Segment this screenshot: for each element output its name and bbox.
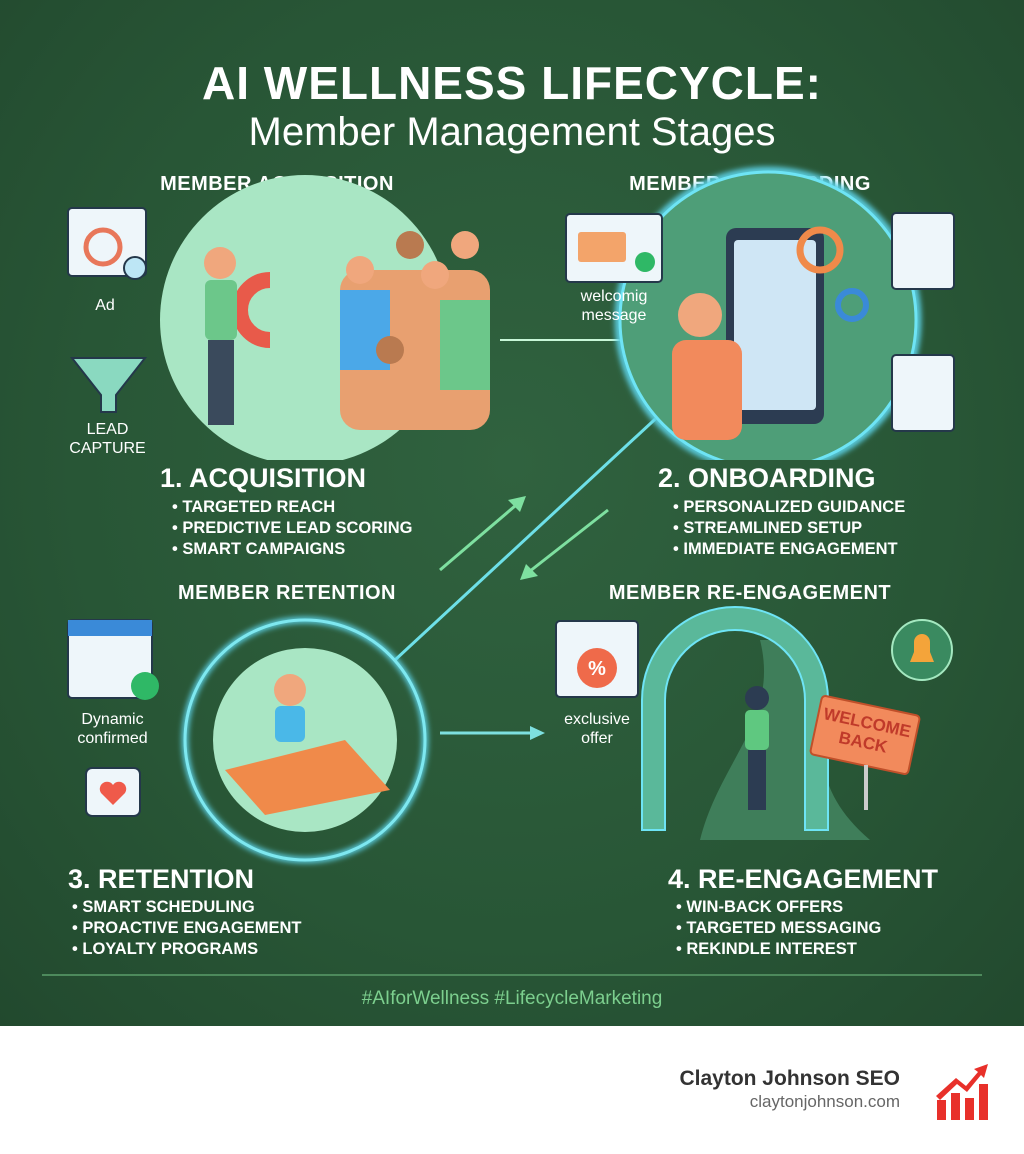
bullet: SMART SCHEDULING <box>72 897 301 918</box>
profile-card-icon <box>891 212 955 290</box>
heading-onboarding: 2. ONBOARDING <box>658 463 876 493</box>
brand-url[interactable]: claytonjohnson.com <box>749 1092 900 1111</box>
confirmed-label: confirmed <box>77 730 148 747</box>
crowd-of-people <box>340 231 490 430</box>
lead-capture-label: LEAD CAPTURE <box>60 420 155 458</box>
welcome-label: welcomig <box>580 288 648 305</box>
reengagement-bullets: WIN-BACK OFFERS TARGETED MESSAGING REKIN… <box>676 897 881 960</box>
footer-brand: Clayton Johnson SEO claytonjohnson.com <box>679 1066 900 1112</box>
divider <box>42 974 982 976</box>
message-label: message <box>581 307 647 324</box>
bullet: REKINDLE INTEREST <box>676 939 881 960</box>
acquisition-illustration <box>67 175 490 460</box>
exclusive-label: exclusive <box>564 711 630 728</box>
welcome-back-sign <box>809 695 921 775</box>
bullet: IMMEDIATE ENGAGEMENT <box>673 539 905 560</box>
retention-illustration <box>67 617 428 863</box>
bullet: SMART CAMPAIGNS <box>172 539 412 560</box>
connector-diagonal <box>393 408 667 662</box>
gear-icon-small <box>835 288 869 322</box>
flow-arrows <box>393 338 667 740</box>
retention-cycle-ring <box>183 618 427 862</box>
offer-label: offer <box>581 730 613 747</box>
welcome-message-label: welcomig message <box>566 287 662 325</box>
section-title-reengagement: MEMBER RE-ENGAGEMENT <box>608 582 892 604</box>
title-line-2: Member Management Stages <box>248 110 776 154</box>
dynamic-confirmed-label: Dynamic confirmed <box>60 710 165 748</box>
bullet: STREAMLINED SETUP <box>673 518 905 539</box>
dynamic-label: Dynamic <box>81 711 144 728</box>
heading-retention: 3. RETENTION <box>68 864 255 894</box>
brand-name: Clayton Johnson SEO <box>679 1067 900 1090</box>
infographic-poster: AI WELLNESS LIFECYCLE: Member Management… <box>0 0 1024 1026</box>
onboarding-illustration <box>565 167 955 460</box>
ad-target-icon <box>67 207 147 277</box>
arrow-up-right <box>439 498 523 572</box>
heading-reengagement: 4. RE-ENGAGEMENT <box>668 864 939 894</box>
lead-label: LEAD <box>86 421 129 438</box>
bullet: PROACTIVE ENGAGEMENT <box>72 918 301 939</box>
ad-label: Ad <box>95 297 115 314</box>
arrow-down-left <box>524 508 609 577</box>
section-title-retention: MEMBER RETENTION <box>178 582 396 604</box>
exclusive-offer-label: exclusive offer <box>548 710 646 748</box>
reengagement-illustration: % <box>555 606 953 840</box>
bullet: TARGETED MESSAGING <box>676 918 881 939</box>
yoga-mat <box>225 740 390 815</box>
onboarding-bullets: PERSONALIZED GUIDANCE STREAMLINED SETUP … <box>673 497 905 560</box>
bullet: PREDICTIVE LEAD SCORING <box>172 518 412 539</box>
checklist-icon <box>891 354 955 432</box>
magnet-icon <box>232 272 271 348</box>
retention-bullets: SMART SCHEDULING PROACTIVE ENGAGEMENT LO… <box>72 897 301 960</box>
title-line-1: AI WELLNESS LIFECYCLE: <box>202 57 822 109</box>
gear-icon <box>796 226 844 274</box>
bullet: TARGETED REACH <box>172 497 412 518</box>
bullet: LOYALTY PROGRAMS <box>72 939 301 960</box>
funnel-icon <box>69 357 148 413</box>
hashtags: #AIforWellness #LifecycleMarketing <box>361 988 663 1009</box>
percent-icon: % <box>588 658 606 680</box>
heading-acquisition: 1. ACQUISITION <box>160 463 367 493</box>
capture-label: CAPTURE <box>69 440 146 457</box>
bullet: PERSONALIZED GUIDANCE <box>673 497 905 518</box>
acquisition-bullets: TARGETED REACH PREDICTIVE LEAD SCORING S… <box>172 497 412 560</box>
bullet: WIN-BACK OFFERS <box>676 897 881 918</box>
growth-chart-logo-icon <box>936 1064 988 1120</box>
